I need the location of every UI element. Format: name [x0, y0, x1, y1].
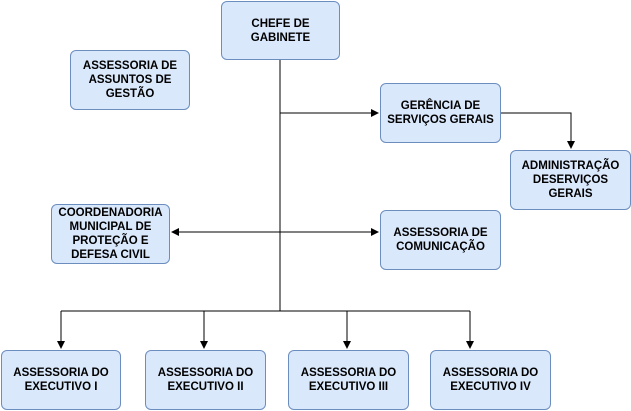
node-assessoria-assuntos-gestao: ASSESSORIA DE ASSUNTOS DE GESTÃO [70, 50, 190, 110]
node-assessoria-executivo-3: ASSESSORIA DO EXECUTIVO III [288, 350, 409, 410]
node-assessoria-executivo-2: ASSESSORIA DO EXECUTIVO II [145, 350, 266, 410]
edge-gerencia-administracao [501, 112, 575, 149]
node-assessoria-comunicacao: ASSESSORIA DE COMUNICAÇÃO [380, 210, 501, 270]
node-administracao-servicos-gerais: ADMINISTRAÇÃO DESERVIÇOS GERAIS [510, 150, 631, 210]
node-gerencia-servicos-gerais: GERÊNCIA DE SERVIÇOS GERAIS [380, 83, 501, 143]
node-coordenadoria-defesa-civil: COORDENADORIA MUNICIPAL DE PROTEÇÃO E DE… [51, 204, 170, 264]
node-chefe-de-gabinete: CHEFE DE GABINETE [221, 1, 340, 60]
node-assessoria-executivo-4: ASSESSORIA DO EXECUTIVO IV [430, 350, 551, 410]
node-assessoria-executivo-1: ASSESSORIA DO EXECUTIVO I [1, 350, 121, 410]
